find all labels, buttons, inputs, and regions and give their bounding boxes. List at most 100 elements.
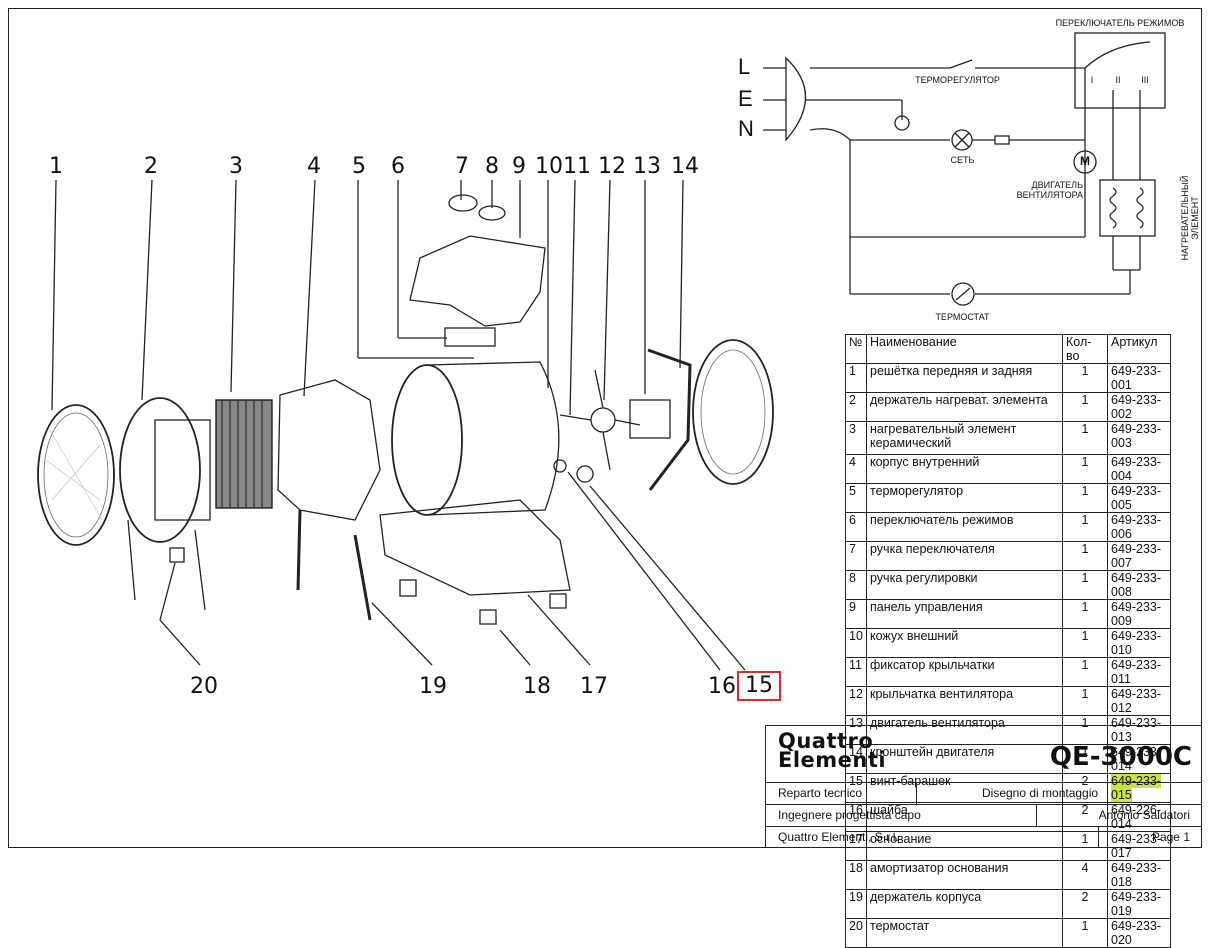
row-qty: 1 (1062, 831, 1108, 861)
callout-5: 5 (352, 154, 366, 179)
row-number: 14 (845, 744, 867, 774)
row-name: термостат (866, 918, 1063, 948)
motor-symbol: M (1080, 154, 1090, 168)
row-number: 18 (845, 860, 867, 890)
row-number: 9 (845, 599, 867, 629)
title-row-engineer: Ingegnere progettista capo Antonio Salda… (766, 804, 1202, 826)
callout-9: 9 (512, 154, 526, 179)
title-row-company: Quattro Elementi, S.r.l. Page 1 (766, 826, 1202, 848)
row-qty: 1 (1062, 454, 1108, 484)
header-article: Артикул (1107, 334, 1171, 364)
row-name: ручка регулировки (866, 570, 1063, 600)
row-number: 5 (845, 483, 867, 513)
row-name: панель управления (866, 599, 1063, 629)
role-label: Ingegnere progettista capo (778, 808, 921, 822)
title-divider (1098, 827, 1099, 848)
row-article: 649-233-006 (1107, 512, 1171, 542)
row-number: 7 (845, 541, 867, 571)
callout-3: 3 (229, 154, 243, 179)
row-article: 649-226-014 (1107, 802, 1171, 832)
row-number: 12 (845, 686, 867, 716)
exploded-view-drawing (37, 32, 1166, 671)
row-qty: 1 (1062, 363, 1108, 393)
department-label: Reparto tecnico (778, 786, 863, 800)
callout-17: 17 (580, 674, 608, 699)
callout-10: 10 (535, 154, 563, 179)
row-number: 10 (845, 628, 867, 658)
row-article: 649-233-003 (1107, 421, 1171, 455)
heating-element-label: НАГРЕВАТЕЛЬНЫЙ ЭЛЕМЕНТ (1180, 175, 1200, 261)
callout-6: 6 (391, 154, 405, 179)
row-number: 19 (845, 889, 867, 919)
callout-2: 2 (144, 154, 158, 179)
row-article: 649-233-004 (1107, 454, 1171, 484)
network-label: СЕТЬ (950, 155, 975, 165)
row-article: 649-233-017 (1107, 831, 1171, 861)
row-name: переключатель режимов (866, 512, 1063, 542)
row-article: 649-233-018 (1107, 860, 1171, 890)
callout-16: 16 (708, 674, 736, 699)
row-number: 4 (845, 454, 867, 484)
row-qty: 1 (1062, 421, 1108, 455)
row-number: 13 (845, 715, 867, 745)
title-divider (1036, 805, 1037, 826)
row-name: винт-барашек (866, 773, 1063, 803)
row-number: 2 (845, 392, 867, 422)
callout-19: 19 (419, 674, 447, 699)
row-number: 11 (845, 657, 867, 687)
row-qty: 2 (1062, 889, 1108, 919)
company-logo: Quattro Elementi (778, 729, 887, 772)
row-name: терморегулятор (866, 483, 1063, 513)
row-article: 649-233-012 (1107, 686, 1171, 716)
callout-20: 20 (190, 674, 218, 699)
row-article: 649-233-011 (1107, 657, 1171, 687)
callout-1: 1 (49, 154, 63, 179)
row-qty: 1 (1062, 657, 1108, 687)
terminal-N: N (738, 116, 754, 141)
row-number: 1 (845, 363, 867, 393)
header-number: № (845, 334, 867, 364)
row-qty: 1 (1062, 512, 1108, 542)
row-name: решётка передняя и задняя (866, 363, 1063, 393)
row-qty: 1 (1062, 541, 1108, 571)
drawing-type-label: Disegno di montaggio (982, 786, 1099, 800)
row-qty: 4 (1062, 860, 1108, 890)
row-article: 649-233-008 (1107, 570, 1171, 600)
row-number: 20 (845, 918, 867, 948)
parts-table-header: № Наименование Кол-во Артикул (845, 334, 1171, 364)
row-article: 649-233-005 (1107, 483, 1171, 513)
callout-11: 11 (563, 154, 591, 179)
row-qty: 1 (1062, 483, 1108, 513)
callout-15-highlighted[interactable]: 15 (737, 671, 781, 701)
drawing-frame (8, 8, 1202, 848)
callout-12: 12 (598, 154, 626, 179)
thermostat-label: ТЕРМОСТАТ (935, 312, 990, 322)
row-qty: 1 (1062, 628, 1108, 658)
thermoregulator-label: ТЕРМОРЕГУЛЯТОР (915, 75, 1000, 85)
callout-14: 14 (671, 154, 699, 179)
title-block: Quattro Elementi QE-3000C Reparto tecnic… (765, 725, 1202, 848)
callout-13: 13 (633, 154, 661, 179)
engineer-name: Antonio Saldatori (1098, 808, 1190, 822)
header-qty: Кол-во (1062, 334, 1108, 364)
row-article: 649-233-007 (1107, 541, 1171, 571)
row-article: 649-233-002 (1107, 392, 1171, 422)
row-number: 6 (845, 512, 867, 542)
switch-pos-I: I (1090, 75, 1094, 85)
row-name: корпус внутренний (866, 454, 1063, 484)
row-qty: 1 (1062, 570, 1108, 600)
row-name: амортизатор основания (866, 860, 1063, 890)
fan-motor-label: ДВИГАТЕЛЬ ВЕНТИЛЯТОРА (1016, 180, 1083, 200)
